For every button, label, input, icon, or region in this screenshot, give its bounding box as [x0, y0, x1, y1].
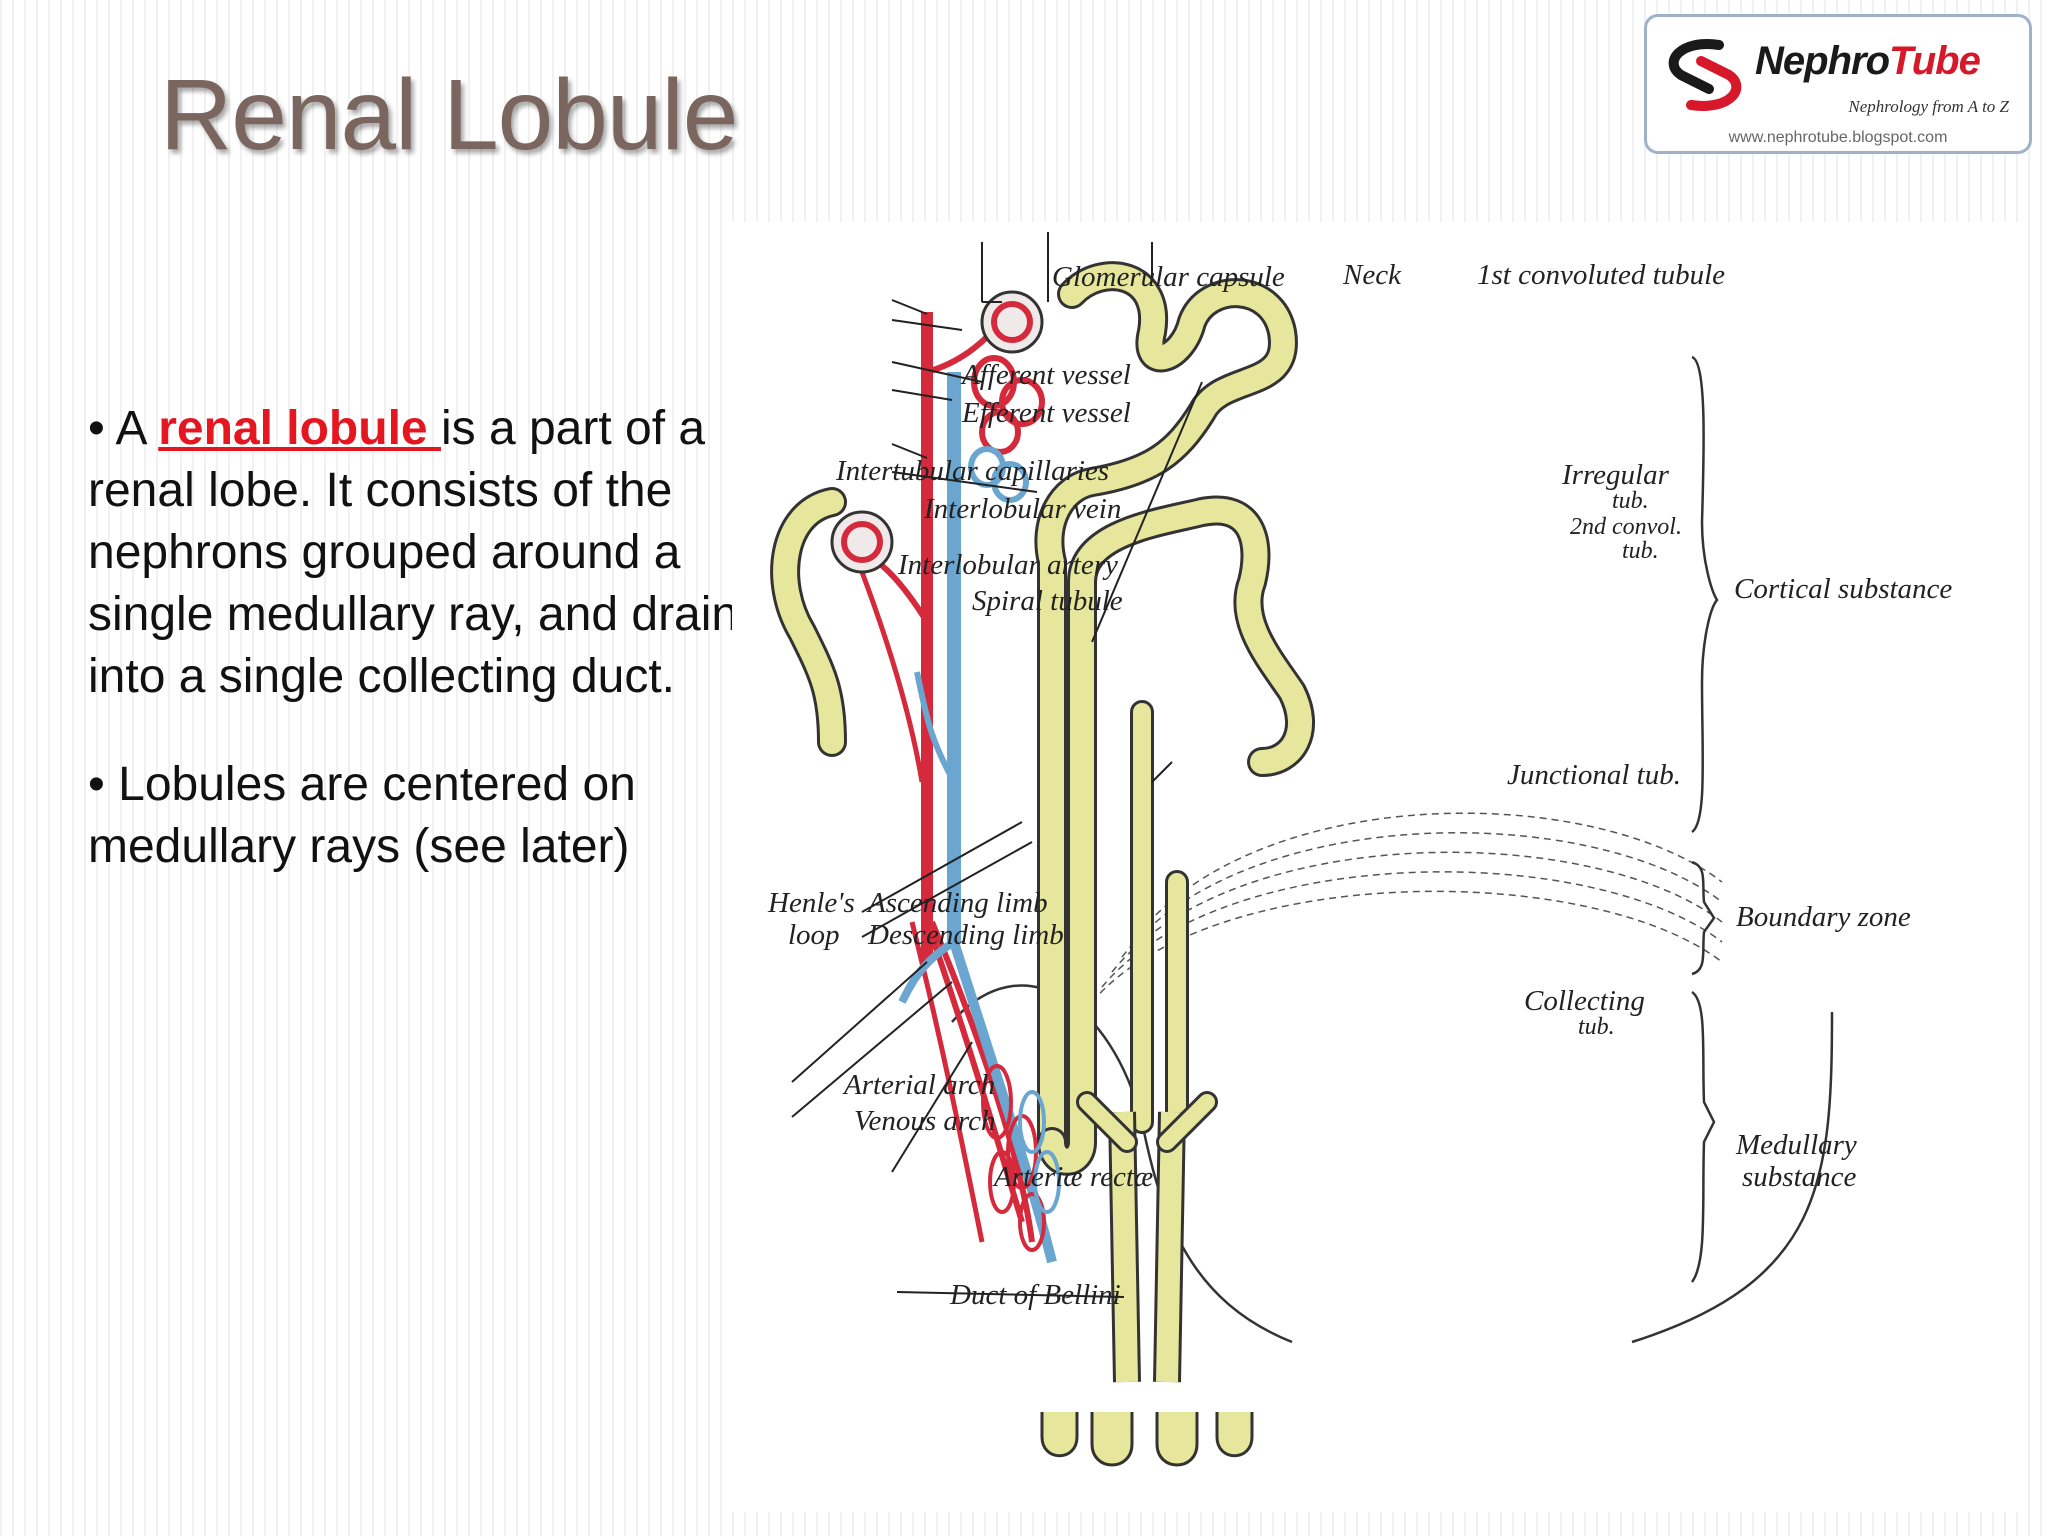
label-intertubular-capillaries: Intertubular capillaries: [836, 455, 1110, 487]
label-cortical-substance: Cortical substance: [1734, 573, 1953, 605]
arterial-vessels: [859, 312, 1035, 1243]
label-spiral-tubule: Spiral tubule: [972, 585, 1123, 617]
page-title: Renal Lobule: [160, 59, 738, 171]
label-arterial-arch: Arterial arch: [844, 1069, 996, 1101]
collecting-duct: [1076, 700, 1218, 1383]
renal-lobule-link[interactable]: renal lobule: [158, 402, 441, 455]
label-boundary-zone: Boundary zone: [1736, 901, 1911, 933]
logo-brand-part1: Nephro: [1755, 39, 1890, 83]
glomerulus-lower-tuft: [841, 521, 883, 563]
glomerulus-upper-tuft: [991, 301, 1033, 343]
glomerulus-upper: [980, 290, 1044, 354]
bullet-1: • A renal lobule is a part of a renal lo…: [88, 398, 808, 708]
label-neck: Neck: [1343, 259, 1401, 291]
lobule-outline-right: [1631, 1011, 1834, 1344]
logo-brand-part2: Tube: [1889, 39, 1981, 83]
label-afferent-vessel: Afferent vessel: [962, 359, 1131, 391]
logo-brand: NephroTube: [1755, 39, 1981, 84]
label-collecting: Collecting: [1524, 985, 1645, 1017]
label-junctional-tubule: Junctional tub.: [1507, 759, 1681, 791]
leader-lines: [791, 232, 1203, 1298]
label-first-convoluted-tubule: 1st convoluted tubule: [1477, 259, 1726, 291]
label-interlobular-vein: Interlobular vein: [924, 493, 1122, 525]
label-descending-limb: Descending limb: [868, 919, 1064, 951]
label-duct-of-bellini: Duct of Bellini: [950, 1279, 1121, 1311]
label-medullary-substance: substance: [1742, 1161, 1857, 1193]
label-arteriae-rectae: Arteriæ rectæ: [994, 1161, 1154, 1193]
label-efferent-vessel: Efferent vessel: [962, 397, 1131, 429]
bullet-1-text: is a part of a renal lobe. It consists o…: [88, 402, 803, 703]
label-irregular-tub: tub.: [1612, 488, 1649, 514]
glomerulus-lower: [830, 510, 894, 574]
slide-body: • A renal lobule is a part of a renal lo…: [88, 398, 808, 878]
renal-lobule-diagram: Glomerular capsule Neck 1st convoluted t…: [732, 222, 2028, 1512]
label-irregular: Irregular: [1562, 459, 1669, 491]
duct-tips: [1040, 1412, 1254, 1467]
nephrotube-logo[interactable]: NephroTube Nephrology from A to Z www.ne…: [1644, 14, 2032, 154]
label-second-convoluted-tub: tub.: [1622, 538, 1659, 564]
bullet-2: • Lobules are centered on medullary rays…: [88, 758, 636, 873]
label-collecting-tub: tub.: [1578, 1014, 1615, 1040]
label-loop: loop: [788, 919, 840, 951]
label-glomerular-capsule: Glomerular capsule: [1052, 261, 1285, 293]
label-henles: Henle's: [768, 887, 855, 919]
zone-braces: [1690, 355, 1719, 1283]
label-medullary: Medullary: [1736, 1129, 1857, 1161]
logo-tagline: Nephrology from A to Z: [1848, 97, 2009, 116]
diagram-drawing: [770, 232, 1834, 1467]
label-ascending-limb: Ascending limb: [868, 887, 1048, 919]
label-interlobular-artery: Interlobular artery: [898, 549, 1118, 581]
label-second-convoluted: 2nd convol.: [1570, 514, 1682, 540]
venae-rectae-mesh: [1018, 1090, 1061, 1214]
nephrotube-swoosh-icon: [1668, 39, 1742, 111]
logo-url: www.nephrotube.blogspot.com: [1728, 129, 1948, 146]
nephron-tubule: [1034, 261, 1316, 1176]
bullet-1-lead: • A: [88, 402, 159, 455]
left-tubule: [773, 490, 844, 754]
label-venous-arch: Venous arch: [854, 1105, 996, 1137]
